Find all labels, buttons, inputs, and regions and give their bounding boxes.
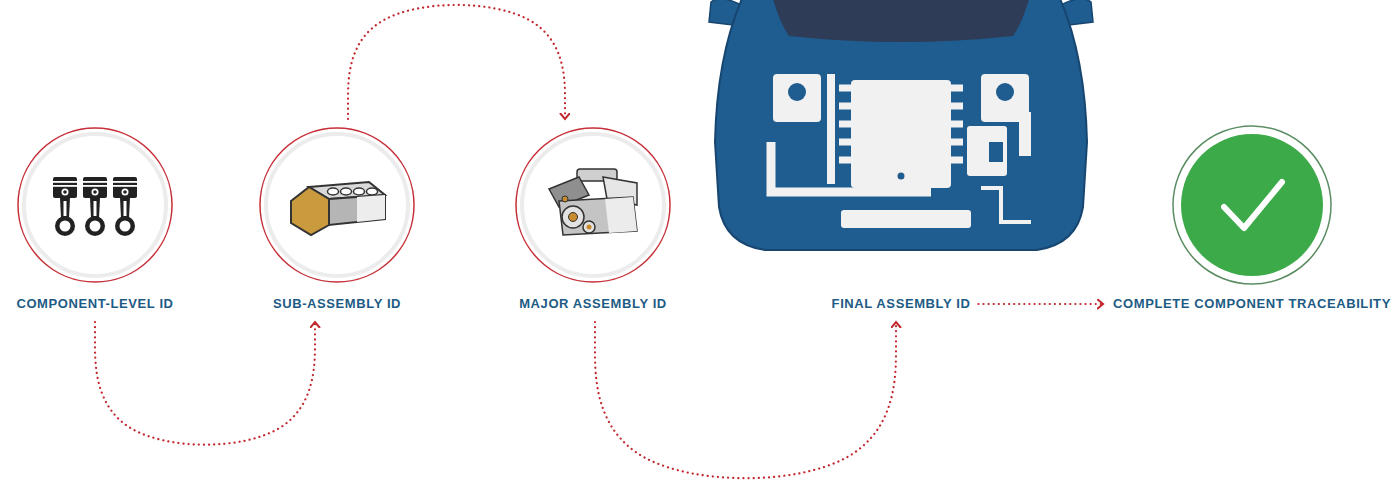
sensor — [562, 196, 568, 202]
piston-pin-core — [123, 190, 127, 194]
block-highlight — [357, 195, 385, 222]
engine-chip — [851, 80, 951, 188]
rod-bore — [90, 221, 101, 232]
bay-part — [967, 126, 1007, 176]
pulley — [583, 221, 595, 233]
bay-slot — [989, 142, 1003, 162]
stage-node: SUB-ASSEMBLY ID — [255, 125, 419, 312]
block-end-face — [291, 187, 329, 235]
engine-block-icon — [257, 125, 417, 285]
block-highlight — [605, 197, 637, 233]
piston-head — [113, 177, 137, 198]
dotted-arrow — [348, 5, 565, 119]
bay-hole — [996, 83, 1014, 101]
pulley-hub — [569, 213, 578, 222]
stage-node: MAJOR ASSEMBLY ID — [511, 125, 675, 312]
stage-label: SUB-ASSEMBLY ID — [273, 296, 401, 312]
piston-ring — [83, 185, 107, 187]
cylinder-bore — [341, 188, 352, 195]
rod-bore — [60, 221, 71, 232]
dotted-arrow — [595, 322, 896, 478]
bay-hole — [788, 83, 806, 101]
check-icon — [1172, 125, 1332, 285]
piston-pin — [122, 189, 129, 196]
stage-label: COMPLETE COMPONENT TRACEABILITY — [1113, 296, 1391, 312]
ring-outline — [516, 128, 670, 282]
check-disc — [1181, 134, 1323, 276]
stage-node: COMPLETE COMPONENT TRACEABILITY — [1111, 125, 1393, 312]
rod-slot — [124, 201, 127, 216]
ring-shadow — [266, 134, 408, 276]
bay-bracket — [771, 142, 931, 192]
stage-node: FINAL ASSEMBLY ID — [699, 0, 1103, 312]
car-illustration — [701, 0, 1101, 254]
bay-strip — [827, 74, 835, 184]
bay-strip — [1019, 112, 1031, 156]
bay-bar — [841, 210, 971, 228]
engine-icon — [513, 125, 673, 285]
connecting-rod — [120, 198, 130, 218]
piston-head — [83, 177, 107, 198]
cylinder-bore — [354, 188, 365, 195]
ring-outline — [18, 128, 172, 282]
rod-bore — [120, 221, 131, 232]
stage-label: FINAL ASSEMBLY ID — [832, 296, 971, 312]
piston-ring — [113, 181, 137, 183]
rod-slot — [64, 201, 67, 216]
rod-big-end — [55, 216, 75, 236]
stage-label: COMPONENT-LEVEL ID — [16, 296, 173, 312]
rod-big-end — [85, 216, 105, 236]
piston-icon — [15, 125, 175, 285]
dotted-arrow — [978, 303, 1103, 305]
check-outline — [1173, 126, 1331, 284]
bay-part — [773, 74, 821, 122]
chip-pin — [839, 139, 963, 146]
piston-ring — [113, 185, 137, 187]
connecting-rod — [90, 198, 100, 218]
piston-ring — [53, 181, 77, 183]
stage-node: COMPONENT-LEVEL ID — [13, 125, 177, 312]
car-body — [715, 0, 1087, 250]
rod-big-end — [115, 216, 135, 236]
cylinder-bore — [328, 188, 339, 195]
bay-wire — [981, 188, 1031, 222]
engine-block — [559, 197, 637, 235]
piston-pin-core — [63, 190, 67, 194]
ring-outline — [260, 128, 414, 282]
cylinder-bore — [367, 188, 378, 195]
piston-ring — [83, 181, 107, 183]
piston-pin — [92, 189, 99, 196]
pulley — [562, 206, 584, 228]
piston-ring — [53, 185, 77, 187]
pulley-hub — [587, 225, 592, 230]
chip-pin — [839, 157, 963, 164]
check-mark — [1224, 182, 1282, 228]
piston-pin — [62, 189, 69, 196]
dotted-arrow — [95, 322, 315, 445]
chip-pin — [839, 121, 963, 128]
piston-head — [53, 177, 77, 198]
block-side — [329, 195, 385, 225]
ring-shadow — [522, 134, 664, 276]
chip-dot — [898, 173, 905, 180]
windshield — [771, 0, 1031, 42]
rod-slot — [94, 201, 97, 216]
ring-shadow — [24, 134, 166, 276]
stage-label: MAJOR ASSEMBLY ID — [519, 296, 667, 312]
connecting-rod — [60, 198, 70, 218]
piston-pin-core — [93, 190, 97, 194]
chip-pin — [839, 85, 963, 92]
chip-pin — [839, 103, 963, 110]
